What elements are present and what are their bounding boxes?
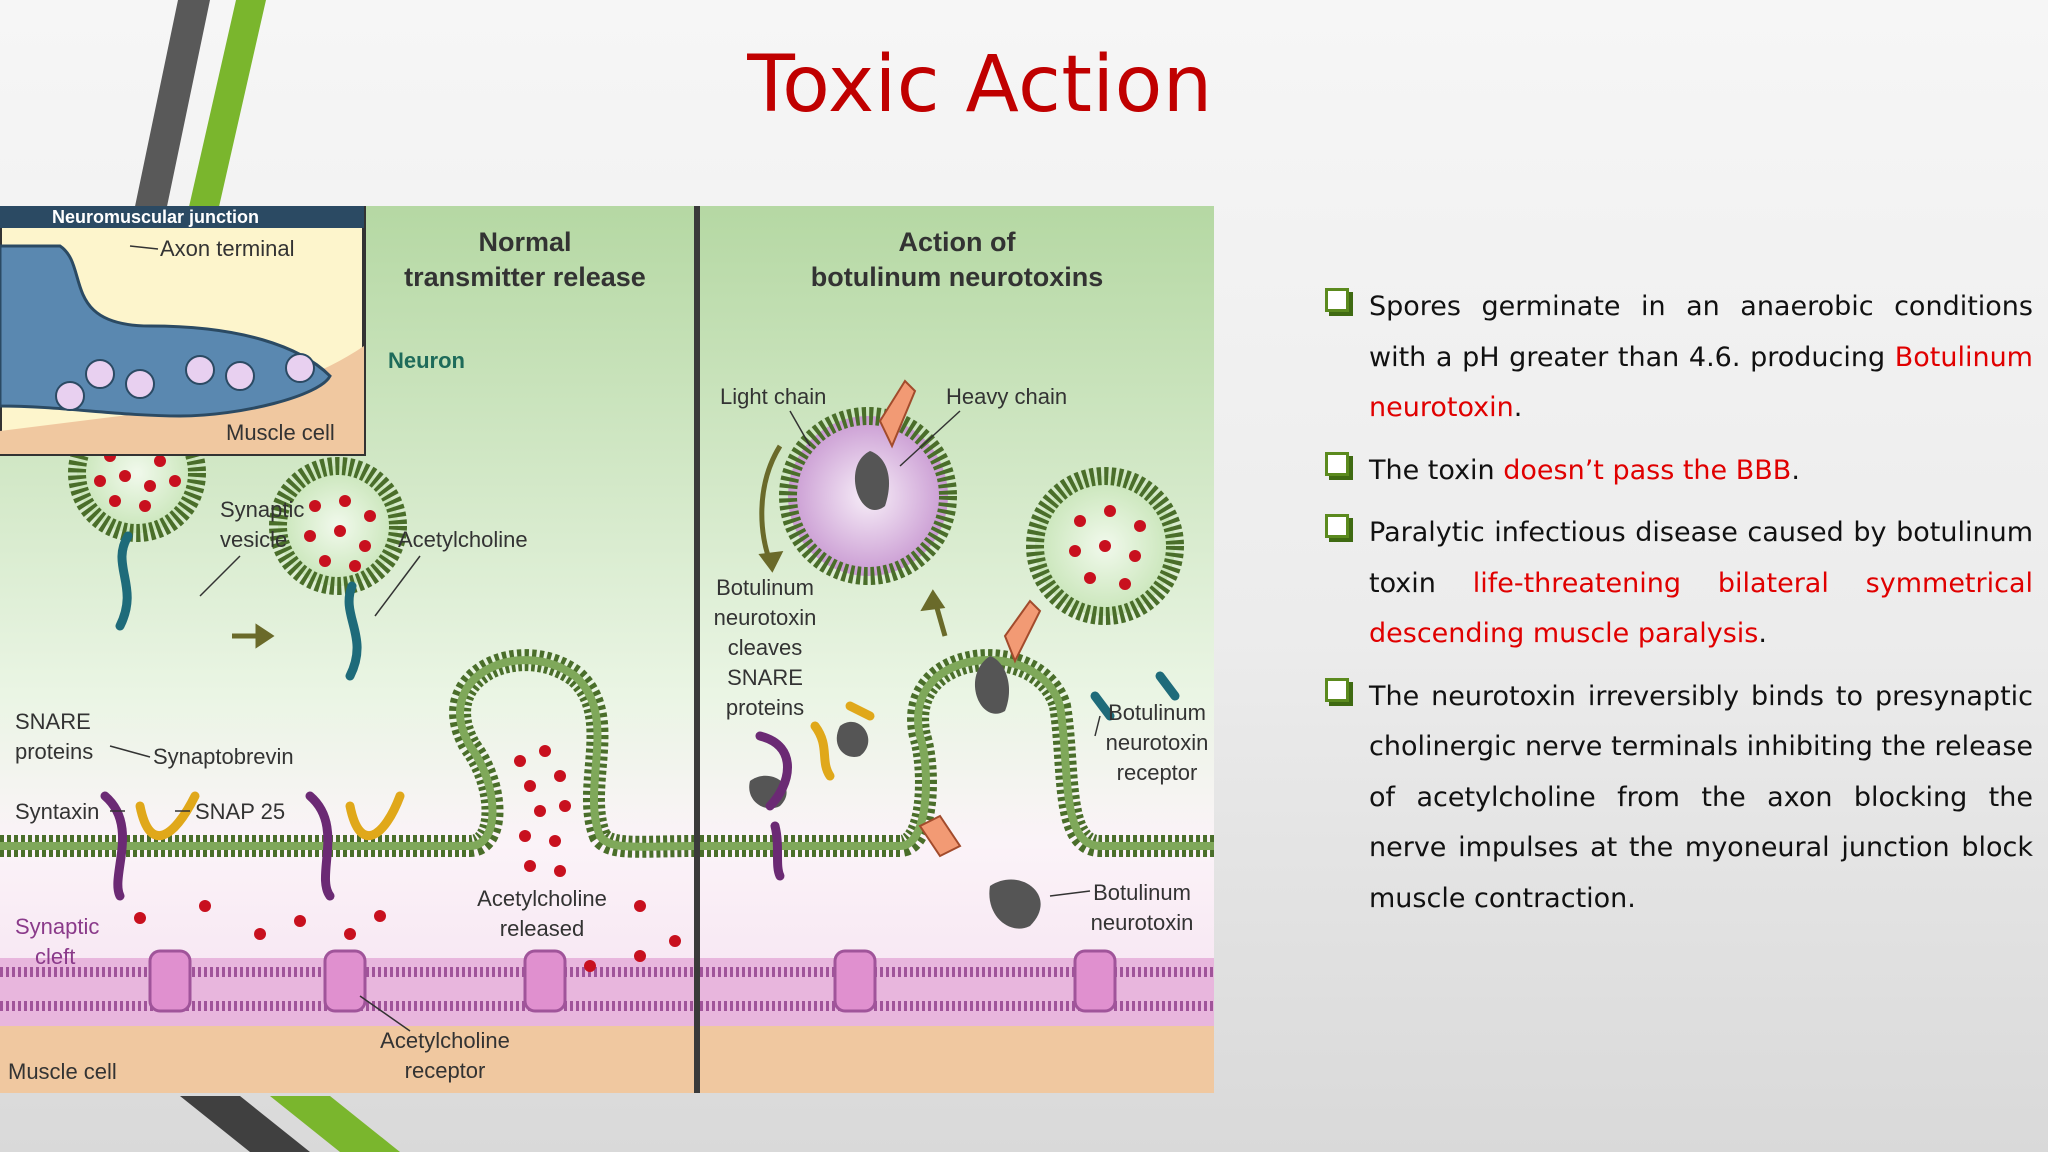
postsynaptic-membrane-right — [700, 958, 1214, 1026]
muscle-cell-label: Muscle cell — [8, 1059, 117, 1084]
bullet-item: The neurotoxin irreversibly binds to pre… — [1323, 672, 2033, 925]
acetylcholine-receptors-right — [833, 949, 1117, 1013]
cleaves-label-2: neurotoxin — [714, 605, 817, 630]
muscle-cell-band-left — [0, 1026, 694, 1093]
bullet-highlight: life-threatening bilateral symmetrical d… — [1369, 567, 2034, 650]
bullet-list: Spores germinate in an anaerobic conditi… — [1323, 282, 2033, 936]
synaptic-cleft-label-2: cleft — [35, 944, 75, 969]
toxin-vesicle — [779, 379, 957, 585]
bullet-body: Paralytic infectious disease caused by b… — [1369, 517, 2033, 599]
right-panel-background — [700, 206, 1214, 1093]
synaptic-vesicle-label-1: Synaptic — [220, 497, 304, 522]
synaptic-vesicle-2 — [269, 457, 407, 595]
light-chain-label: Light chain — [720, 384, 826, 409]
bullet-body: Spores germinate in an anaerobic conditi… — [1369, 291, 2033, 373]
snap25-label: SNAP 25 — [195, 799, 285, 824]
ach-released-label-2: released — [500, 916, 584, 941]
bullet-punctuation: . — [1791, 454, 1800, 486]
bullet-punctuation: . — [1513, 392, 1523, 423]
cleaved-snare-proteins — [755, 671, 1180, 881]
bullet-text: The toxin doesn’t pass the BBB. — [1369, 446, 2033, 497]
ach-receptor-label-2: receptor — [405, 1058, 486, 1083]
receptor-label-3: receptor — [1117, 760, 1198, 785]
bullet-body: The toxin — [1369, 454, 1504, 486]
bullet-highlight: Botulinum neurotoxin — [1369, 341, 2033, 424]
bullet-text: Spores germinate in an anaerobic conditi… — [1369, 282, 2033, 434]
slide-title: Toxic Action — [747, 40, 1213, 130]
snare-label-2: proteins — [15, 739, 93, 764]
cleaves-label-3: cleaves — [728, 635, 803, 660]
inset-muscle-cell-label: Muscle cell — [226, 420, 335, 445]
bullet-item: Paralytic infectious disease caused by b… — [1323, 508, 2033, 660]
left-heading-line1: Normal — [478, 227, 571, 257]
checkbox-bullet-icon — [1325, 451, 1349, 476]
panel-divider — [694, 206, 700, 1093]
muscle-cell-band-right — [700, 1026, 1214, 1093]
checkbox-bullet-icon — [1325, 514, 1349, 538]
synaptobrevin-label: Synaptobrevin — [153, 744, 294, 769]
right-heading-line2: botulinum neurotoxins — [811, 262, 1103, 292]
neuron-label: Neuron — [388, 348, 465, 373]
bullet-text: The neurotoxin irreversibly binds to pre… — [1369, 672, 2033, 925]
receptor-label-1: Botulinum — [1108, 700, 1206, 725]
snare-label-1: SNARE — [15, 709, 91, 734]
cleaves-label-5: proteins — [726, 695, 804, 720]
snare-proteins-left — [100, 531, 405, 901]
ach-vesicle-right — [1026, 467, 1184, 625]
toxin-label-2: neurotoxin — [1091, 910, 1194, 935]
left-heading-line2: transmitter release — [404, 262, 646, 292]
leader-lines — [109, 245, 1101, 1032]
bullet-item: The toxin doesn’t pass the BBB. — [1323, 446, 2033, 497]
right-heading-line1: Action of — [899, 227, 1017, 257]
cleaves-label-4: SNARE — [727, 665, 803, 690]
receptor-label-2: neurotoxin — [1106, 730, 1209, 755]
checkbox-bullet-icon — [1325, 677, 1349, 702]
cleaves-label-1: Botulinum — [716, 575, 814, 600]
bullet-item: Spores germinate in an anaerobic conditi… — [1323, 282, 2033, 434]
acetylcholine-receptors-left — [148, 949, 567, 1013]
bullet-highlight: doesn’t pass the BBB — [1503, 454, 1792, 486]
botulinum-diagram: Neuromuscular junction Axon terminal Mus… — [0, 206, 1214, 1093]
heavy-chain-label: Heavy chain — [946, 384, 1067, 409]
synaptic-vesicle-label-2: vesicle — [220, 527, 287, 552]
bullet-text: Paralytic infectious disease caused by b… — [1369, 508, 2033, 660]
inset-neuromuscular-junction: Neuromuscular junction Axon terminal Mus… — [0, 206, 366, 456]
toxin-label-1: Botulinum — [1093, 880, 1191, 905]
ach-released-label-1: Acetylcholine — [477, 886, 607, 911]
ach-receptor-label-1: Acetylcholine — [380, 1028, 510, 1053]
process-arrows — [232, 444, 948, 649]
bullet-body: The neurotoxin irreversibly binds to pre… — [1369, 680, 2033, 914]
syntaxin-label: Syntaxin — [15, 799, 99, 824]
inset-title: Neuromuscular junction — [52, 207, 259, 227]
bullet-punctuation: . — [1758, 618, 1767, 649]
synaptic-cleft-label-1: Synaptic — [15, 914, 99, 939]
acetylcholine-label: Acetylcholine — [398, 527, 528, 552]
inset-axon-terminal-label: Axon terminal — [160, 236, 295, 261]
checkbox-bullet-icon — [1325, 288, 1349, 312]
neurotoxin-molecules — [749, 599, 1042, 929]
